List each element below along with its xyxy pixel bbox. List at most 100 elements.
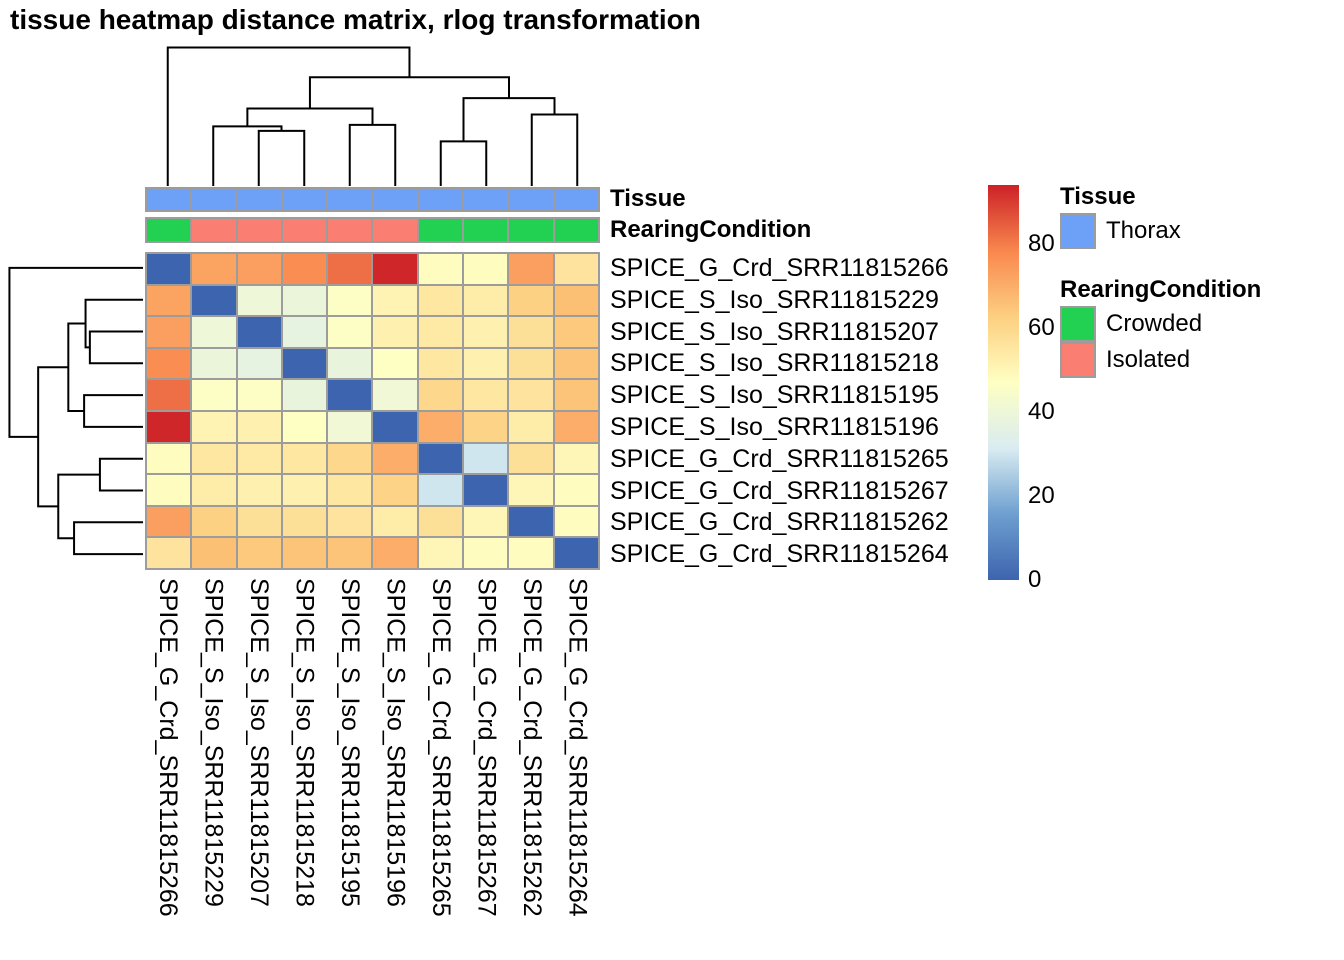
heatmap-cell [373,475,417,505]
heatmap-cell [328,443,372,474]
heatmap-cell [509,538,553,568]
rearing-annotation-bar [145,217,600,243]
heatmap-cell [237,285,281,316]
legend-rearing-title: RearingCondition [1060,276,1262,303]
heatmap-cell [192,475,236,505]
heatmap-cell [282,506,327,537]
annotation-cell [418,189,463,210]
heatmap-cell [418,254,463,284]
heatmap-cell [328,412,372,442]
annotation-cell [282,189,327,210]
heatmap-cell [192,380,236,410]
heatmap-cell [192,285,236,316]
top-dendrogram [166,46,579,186]
heatmap-cell [509,317,553,347]
heatmap-cell [373,317,417,347]
heatmap-cell [192,317,236,347]
heatmap-cell [282,254,327,284]
annotation-cell [192,189,236,210]
column-label: SPICE_G_Crd_SRR11815266 [154,578,182,917]
annotation-cell [373,219,417,241]
rearing-track-label: RearingCondition [610,216,812,243]
heatmap-cell [192,538,236,568]
annotation-cell [192,219,236,241]
annotation-cell [554,219,598,241]
tissue-annotation-bar [145,187,600,212]
heatmap-cell [418,348,463,379]
annotation-cell [464,189,508,210]
heatmap-cell [147,254,191,284]
heatmap-cell [464,506,508,537]
heatmap-cell [418,475,463,505]
legend-swatch-thorax [1060,213,1096,249]
legend-swatch-isolated [1060,342,1096,378]
row-label: SPICE_S_Iso_SRR11815207 [610,317,939,346]
annotation-cell [418,219,463,241]
annotation-cell [282,219,327,241]
heatmap-cell [147,380,191,410]
heatmap-cell [147,506,191,537]
heatmap-cell [373,254,417,284]
heatmap-cell [554,538,598,568]
heatmap-cell [147,443,191,474]
heatmap-cell [418,443,463,474]
annotation-cell [328,219,372,241]
heatmap-cell [328,285,372,316]
row-label: SPICE_S_Iso_SRR11815195 [610,381,939,410]
colorbar-tick: 20 [1028,481,1055,509]
heatmap-cell [509,285,553,316]
heatmap-cell [237,348,281,379]
heatmap-cell [464,254,508,284]
legend-label-isolated: Isolated [1106,346,1191,373]
annotation-cell [237,219,281,241]
heatmap-cell [373,443,417,474]
heatmap-cell [147,475,191,505]
legend-label-thorax: Thorax [1106,217,1181,244]
heatmap-cell [464,412,508,442]
heatmap-cell [237,443,281,474]
heatmap-cell [418,317,463,347]
heatmap-cell [464,285,508,316]
heatmap-cell [418,285,463,316]
heatmap-cell [237,254,281,284]
heatmap-cell [554,254,598,284]
heatmap-cell [554,317,598,347]
heatmap-cell [192,443,236,474]
column-label: SPICE_S_Iso_SRR11815229 [199,578,227,907]
left-dendrogram [8,266,143,556]
heatmap-cell [282,538,327,568]
heatmap-cell [147,348,191,379]
column-label: SPICE_S_Iso_SRR11815195 [336,578,364,907]
heatmap-cell [509,506,553,537]
column-label: SPICE_S_Iso_SRR11815196 [381,578,409,907]
heatmap-cell [328,348,372,379]
heatmap-cell [282,443,327,474]
column-labels: SPICE_G_Crd_SRR11815266 SPICE_S_Iso_SRR11… [154,578,592,917]
annotation-cell [509,219,553,241]
chart-title: tissue heatmap distance matrix, rlog tra… [10,4,701,35]
heatmap-cell [282,380,327,410]
annotation-cell [554,189,598,210]
annotation-cell [464,219,508,241]
heatmap-cell [328,254,372,284]
heatmap-cell [373,380,417,410]
heatmap-cell [192,348,236,379]
heatmap-cell [237,412,281,442]
heatmap-cell [509,443,553,474]
legend-tissue-title: Tissue [1060,183,1136,210]
heatmap-cell [554,285,598,316]
column-label: SPICE_G_Crd_SRR11815262 [518,578,546,917]
heatmap-cell [282,285,327,316]
heatmap-cell [237,538,281,568]
heatmap-cell [237,380,281,410]
annotation-cell [328,189,372,210]
heatmap-cell [464,443,508,474]
heatmap-cell [192,254,236,284]
colorbar-tick: 80 [1028,229,1055,257]
row-label: SPICE_G_Crd_SRR11815264 [610,540,949,569]
heatmap-cell [237,317,281,347]
heatmap-cell [373,506,417,537]
heatmap-cell [192,506,236,537]
heatmap-cell [328,538,372,568]
